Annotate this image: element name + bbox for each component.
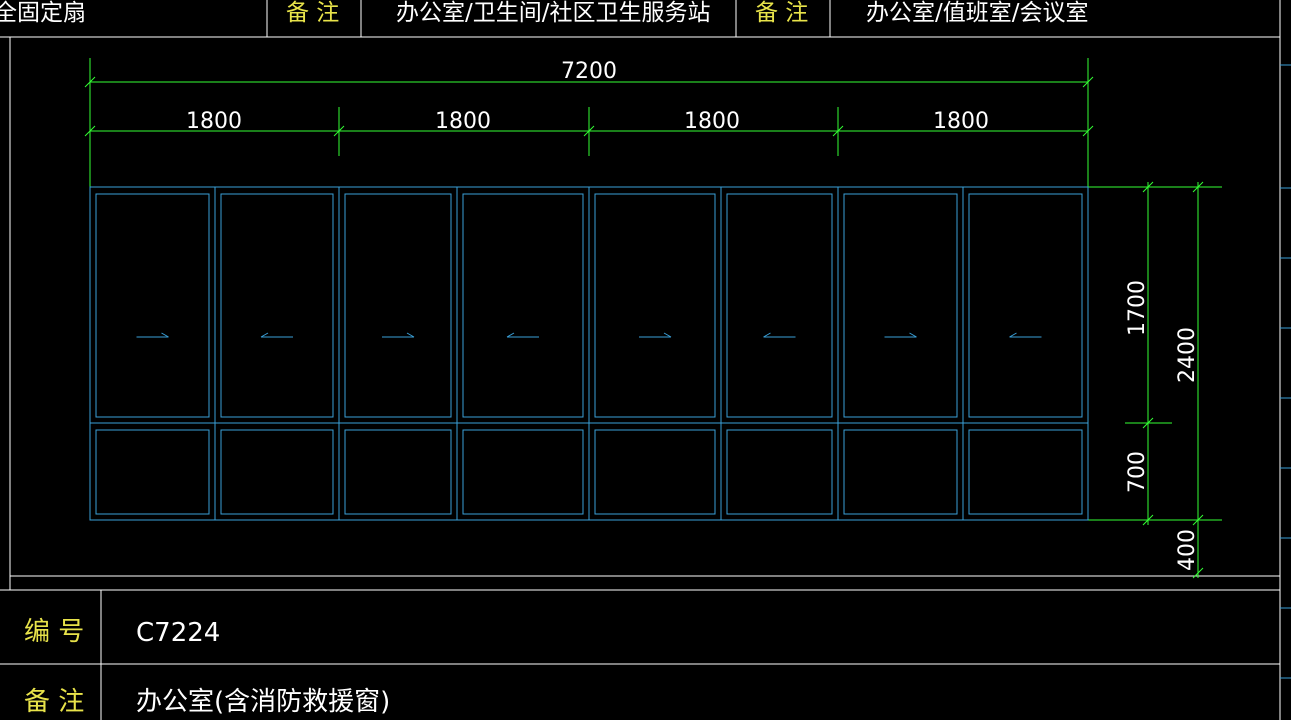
window-lower-panel — [843, 429, 958, 515]
open-direction-arrowhead — [260, 332, 269, 338]
header-remark-label-1: 备 注 — [286, 0, 339, 26]
window-upper-sash — [726, 193, 833, 418]
info-number-label: 编 号 — [24, 617, 84, 647]
dim-segment-3: 1800 — [684, 109, 740, 134]
dim-lower-height: 700 — [1125, 451, 1150, 493]
window-upper-sash — [344, 193, 452, 418]
window-upper-sash — [220, 193, 334, 418]
dim-upper-height: 1700 — [1125, 280, 1150, 336]
window-upper-sash — [95, 193, 210, 418]
open-direction-arrowhead — [506, 332, 515, 338]
header-table — [0, 0, 1280, 38]
window-elevation[interactable] — [89, 186, 1089, 521]
window-lower-panel — [726, 429, 833, 515]
dim-segment-1: 1800 — [186, 109, 242, 134]
drawing-frame — [9, 0, 1281, 720]
header-cell-type: 全固定扇 — [0, 0, 86, 26]
dim-total-width: 7200 — [561, 59, 617, 84]
horizontal-dimensions — [84, 58, 1094, 187]
dim-sill-height: 400 — [1175, 529, 1200, 571]
window-lower-panel — [220, 429, 334, 515]
header-remark-value-2: 办公室/值班室/会议室 — [866, 0, 1089, 26]
window-upper-sash — [594, 193, 716, 418]
dim-total-height: 2400 — [1175, 327, 1200, 383]
open-direction-arrowhead — [909, 332, 917, 338]
window-lower-panel — [462, 429, 584, 515]
window-upper-sash — [843, 193, 958, 418]
dim-segment-2: 1800 — [435, 109, 491, 134]
open-direction-arrowhead — [161, 332, 169, 338]
info-remark-label: 备 注 — [24, 687, 84, 717]
open-direction-arrowhead — [663, 332, 672, 338]
right-edge-ticks — [1280, 64, 1291, 679]
window-lower-panel — [594, 429, 716, 515]
info-remark-value: 办公室(含消防救援窗) — [136, 687, 390, 717]
window-lower-panel — [968, 429, 1083, 515]
info-table — [0, 589, 1280, 720]
window-lower-panel — [344, 429, 452, 515]
window-upper-sash — [462, 193, 584, 418]
open-direction-arrowhead — [406, 332, 415, 338]
vertical-dimensions — [1088, 181, 1222, 579]
header-remark-label-2: 备 注 — [755, 0, 808, 26]
open-direction-arrowhead — [763, 332, 771, 338]
header-remark-value-1: 办公室/卫生间/社区卫生服务站 — [396, 0, 711, 26]
window-lower-panel — [95, 429, 210, 515]
info-number-value: C7224 — [136, 618, 220, 648]
window-upper-sash — [968, 193, 1083, 418]
open-direction-arrowhead — [1009, 332, 1017, 338]
dim-segment-4: 1800 — [933, 109, 989, 134]
